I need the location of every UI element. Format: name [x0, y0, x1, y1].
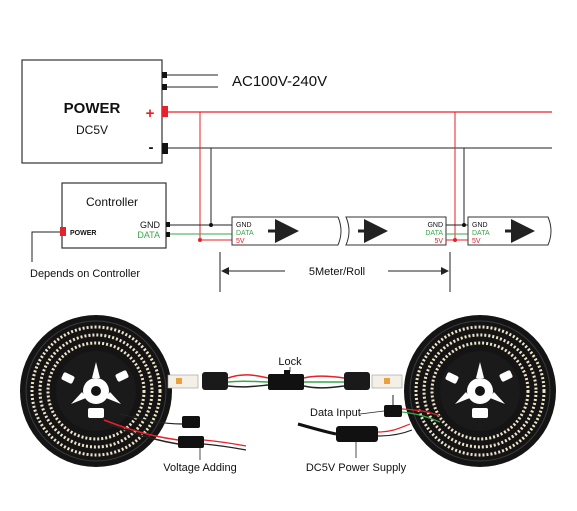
lock-connector: [268, 374, 304, 390]
product-photo: Lock Data Input Voltage Adding DC5V Powe…: [20, 315, 556, 474]
strip-3-5v: 5V: [472, 238, 481, 245]
data-input-label: Data Input: [310, 407, 361, 419]
strip-1-gnd: GND: [236, 222, 252, 229]
lock-wires-left: [227, 374, 269, 379]
ac-terminal-1: [162, 72, 167, 78]
voltage-adding-connector: [178, 436, 204, 448]
dc5v-supply-label: DC5V Power Supply: [306, 462, 407, 474]
minus-sign: -: [149, 139, 154, 156]
strip-1-5v: 5V: [236, 238, 245, 245]
junction-dot-2: [198, 238, 202, 242]
data-input-connector: [384, 405, 402, 417]
strip-end-left: [167, 374, 199, 389]
voltage-wires-left: [103, 419, 179, 441]
lock-wires-right: [303, 375, 345, 379]
ac-input-label: AC100V-240V: [232, 73, 327, 90]
controller: Controller GND DATA POWER: [60, 182, 170, 249]
controller-gnd-terminal: [166, 222, 170, 227]
power-voltage: DC5V: [76, 123, 108, 137]
led-reel-right: [404, 315, 556, 467]
power-title: POWER: [64, 100, 121, 117]
controller-power-lead: [31, 231, 60, 262]
controller-power-terminal: [60, 227, 66, 236]
controller-power-label: POWER: [70, 230, 96, 237]
strip-2-data: DATA: [425, 230, 443, 237]
strip-2-gnd: GND: [427, 222, 443, 229]
dc5v-plug: [336, 426, 378, 442]
led-strip: GND DATA 5V GND DATA 5V GND DATA 5V: [231, 216, 552, 246]
minus-terminal: [162, 143, 168, 154]
lock-label: Lock: [278, 356, 302, 368]
connector-male: [202, 372, 228, 390]
dimension-label: 5Meter/Roll: [309, 266, 365, 278]
strip-1-data: DATA: [236, 230, 254, 237]
power-supply: POWER DC5V AC100V-240V + -: [21, 59, 327, 164]
controller-data-terminal: [166, 232, 170, 237]
voltage-adding-label: Voltage Adding: [163, 462, 236, 474]
dimension-marker: 5Meter/Roll: [219, 252, 451, 292]
strip-2-5v: 5V: [434, 238, 443, 245]
led-reel-left: [20, 315, 172, 467]
power-supply-box: [21, 59, 163, 164]
junction-dot-1: [209, 223, 213, 227]
junction-dot-4: [453, 238, 457, 242]
controller-box: [61, 182, 167, 249]
strip-3-gnd: GND: [472, 222, 488, 229]
controller-note: Depends on Controller: [30, 268, 140, 280]
plus-terminal: [162, 106, 168, 117]
controller-gnd-label: GND: [140, 220, 161, 230]
connector-female: [344, 372, 370, 390]
junction-dot-3: [462, 223, 466, 227]
controller-data-label: DATA: [137, 230, 160, 240]
controller-title: Controller: [86, 195, 138, 209]
ac-terminal-2: [162, 84, 167, 90]
data-input-leader: [359, 410, 385, 415]
strip-3-data: DATA: [472, 230, 490, 237]
dc5v-power-lead: [297, 422, 337, 436]
plus-sign: +: [146, 105, 155, 122]
